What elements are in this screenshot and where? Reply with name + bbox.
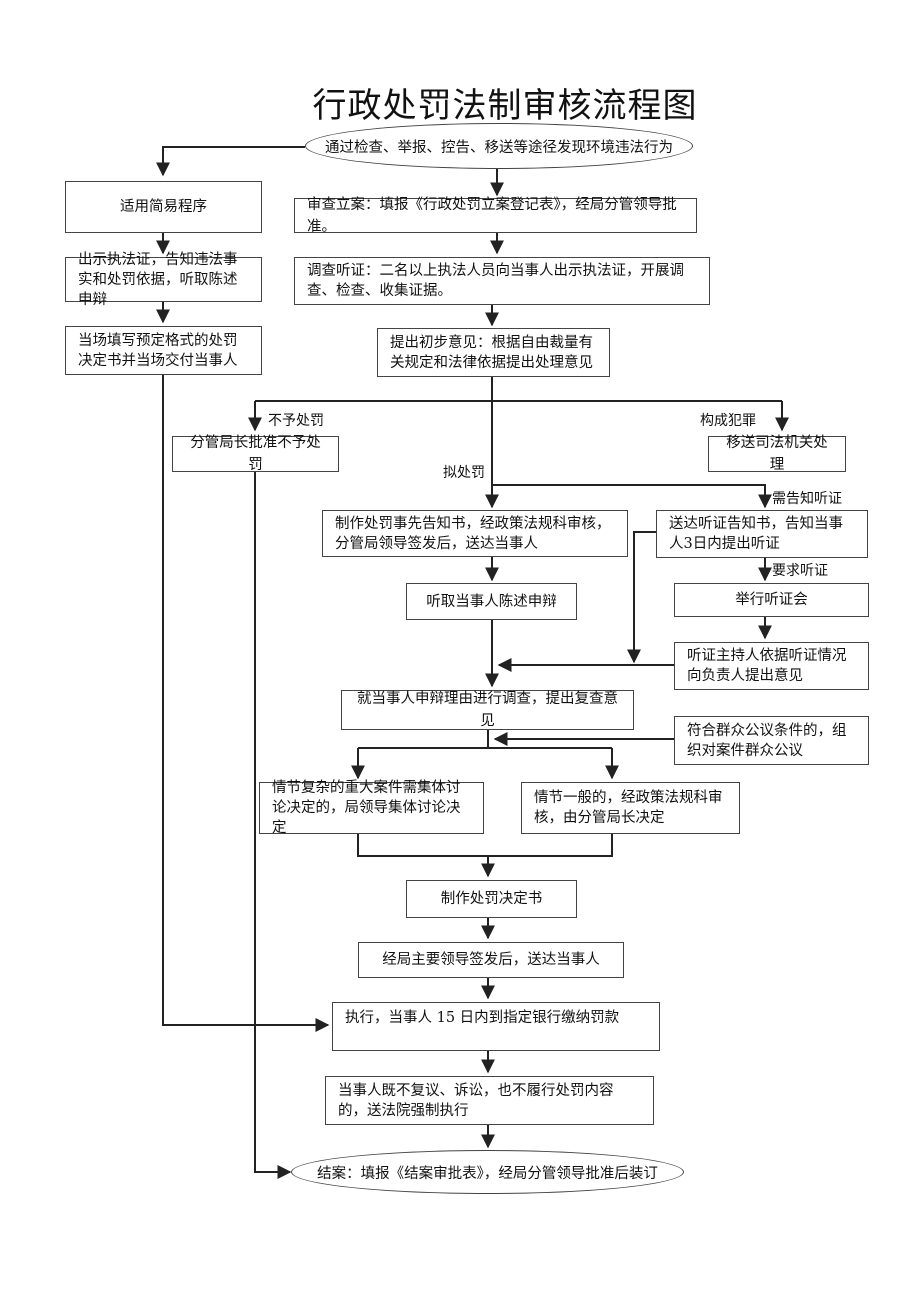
initial-opinion-box: 提出初步意见：根据自由裁量有关规定和法律依据提出处理意见 <box>377 328 610 377</box>
hearing-host-box: 听证主持人依据听证情况向负责人提出意见 <box>674 642 869 690</box>
arrow-need-hearing <box>492 484 772 509</box>
no-penalty-box: 分管局长批准不予处罚 <box>172 435 339 473</box>
page-title: 行政处罚法制审核流程图 <box>312 86 698 126</box>
label-intend: 拟处罚 <box>443 465 485 481</box>
enforce-box: 当事人既不复议、诉讼，也不履行处罚内容的，送法院强制执行 <box>325 1076 654 1125</box>
label-crime: 构成犯罪 <box>700 413 756 429</box>
arrow-hearingnotice-merge <box>627 531 656 664</box>
listen-box: 听取当事人陈述申辩 <box>406 583 577 620</box>
public-review-box: 符合群众公议条件的，组织对案件群众公议 <box>674 716 869 765</box>
label-request-hearing: 要求听证 <box>772 563 828 579</box>
start-node: 通过检查、举报、控告、移送等途径发现环境违法行为 <box>305 123 693 169</box>
sign-deliver-box: 经局主要领导签发后，送达当事人 <box>358 942 624 978</box>
register-case-box: 审查立案：填报《行政处罚立案登记表》，经局分管领导批准。 <box>294 197 697 235</box>
investigate-box: 调查听证：二名以上执法人员向当事人出示执法证，开展调查、检查、收集证据。 <box>294 257 710 305</box>
arrow-start-simple <box>156 146 305 177</box>
join-line <box>357 834 613 857</box>
execute-box: 执行，当事人 15 日内到指定银行缴纳罚款 <box>332 1002 660 1051</box>
fill-decision-box: 当场填写预定格式的处罚决定书并当场交付当事人 <box>65 326 262 375</box>
label-need-hearing: 需告知听证 <box>772 491 842 507</box>
make-decision-box: 制作处罚决定书 <box>406 880 577 918</box>
hearing-notice-box: 送达听证告知书，告知当事人3日内提出听证 <box>656 510 868 558</box>
hold-hearing-box: 举行听证会 <box>674 583 869 617</box>
arrow-fill-execute <box>162 375 330 1032</box>
simple-procedure-box: 适用简易程序 <box>65 181 262 233</box>
show-certificate-box: 出示执法证，告知违法事实和处罚依据，听取陈述申辩 <box>65 252 262 308</box>
arrow-nopenalty-close <box>254 472 292 1179</box>
reinvestigate-box: 就当事人申辩理由进行调查，提出复查意见 <box>341 690 634 730</box>
label-no-penalty: 不予处罚 <box>268 413 324 429</box>
transfer-judicial-box: 移送司法机关处理 <box>708 435 846 473</box>
complex-case-box: 情节复杂的重大案件需集体讨论决定的，局领导集体讨论决定 <box>259 780 484 836</box>
general-case-box: 情节一般的，经政策法规科审核，由分管局长决定 <box>521 782 740 834</box>
close-case-node: 结案：填报《结案审批表》，经局分管领导批准后装订 <box>291 1150 684 1194</box>
notice-box: 制作处罚事先告知书，经政策法规科审核，分管局领导签发后，送达当事人 <box>322 510 628 557</box>
